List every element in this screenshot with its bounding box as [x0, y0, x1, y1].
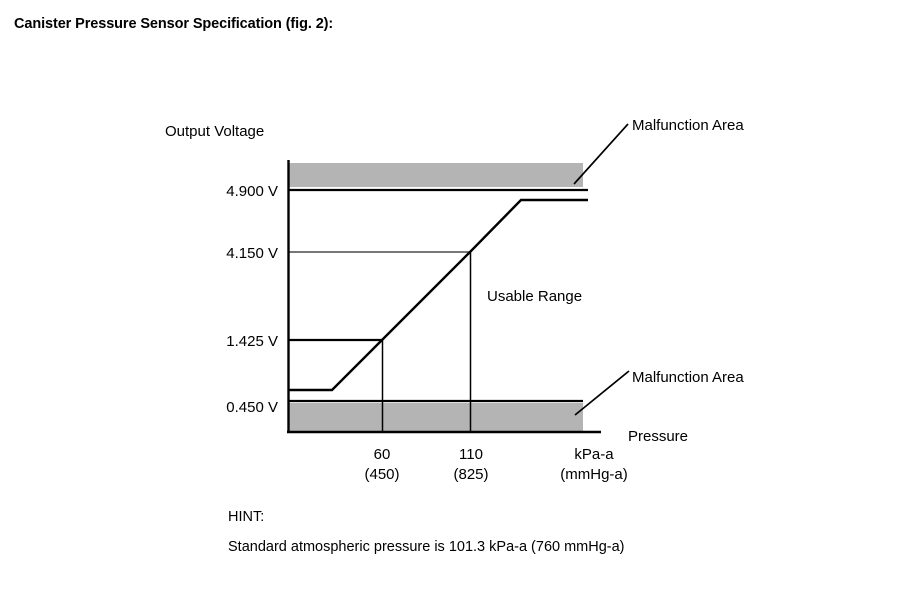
- x-tick-label-60-mmhg: (450): [364, 466, 399, 483]
- x-unit-label-mmhg: (mmHg-a): [560, 466, 628, 483]
- y-tick-label-4900v: 4.900 V: [226, 183, 278, 200]
- y-tick-label-0450v: 0.450 V: [226, 399, 278, 416]
- annotation-malfunction-lower: Malfunction Area: [632, 369, 744, 386]
- hint-block: HINT: Standard atmospheric pressure is 1…: [228, 502, 625, 562]
- x-axis-title: Pressure: [628, 428, 688, 445]
- page-title: Canister Pressure Sensor Specification (…: [14, 16, 334, 32]
- hint-label: HINT:: [228, 509, 265, 525]
- malfunction-band-upper: [289, 163, 583, 187]
- y-tick-label-1425v: 1.425 V: [226, 333, 278, 350]
- x-tick-label-110: 110: [459, 446, 483, 463]
- malfunction-band-lower: [289, 403, 583, 432]
- leader-line-malfunction-upper: [573, 123, 629, 185]
- sensor-output-curve: [288, 198, 588, 392]
- leader-line-malfunction-lower: [574, 370, 630, 416]
- x-tick-label-110-mmhg: (825): [453, 466, 488, 483]
- y-tick-label-4150v: 4.150 V: [226, 245, 278, 262]
- x-tick-label-60: 60: [374, 446, 391, 463]
- annotation-usable-range: Usable Range: [487, 288, 582, 305]
- annotation-malfunction-upper: Malfunction Area: [632, 117, 744, 134]
- x-unit-label-kpa: kPa-a: [574, 446, 614, 463]
- hint-text: Standard atmospheric pressure is 101.3 k…: [228, 539, 625, 555]
- y-axis-title: Output Voltage: [165, 123, 264, 140]
